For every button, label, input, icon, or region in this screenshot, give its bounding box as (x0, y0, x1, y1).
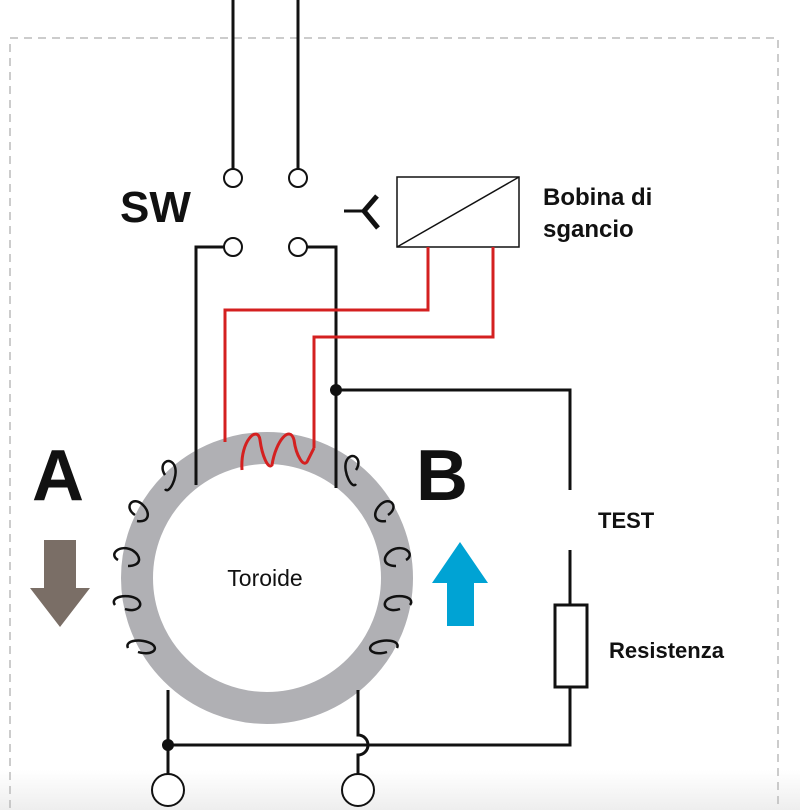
trip-actuator-icon (344, 194, 380, 230)
line-wires (166, 0, 572, 774)
junction-dot (330, 384, 342, 396)
sense-wires (223, 247, 495, 471)
trip-coil (396, 176, 520, 248)
test-label: TEST (598, 508, 655, 533)
toroid-windings (112, 454, 413, 655)
resistor-label: Resistenza (609, 638, 725, 663)
switch-label: SW (120, 183, 191, 232)
dashed-border (9, 37, 779, 810)
switch-contacts (151, 168, 375, 807)
toroid-core (121, 432, 413, 724)
junction-dot (162, 739, 174, 751)
coil-label-line2: sgancio (543, 216, 634, 243)
arrow-down-icon (30, 540, 90, 627)
side-a-label: A (32, 436, 84, 516)
resistor (553, 603, 589, 689)
toroid-label: Toroide (227, 565, 302, 591)
coil-label-line1: Bobina di (543, 184, 652, 211)
side-b-label: B (416, 436, 468, 516)
arrow-up-icon (432, 542, 488, 626)
